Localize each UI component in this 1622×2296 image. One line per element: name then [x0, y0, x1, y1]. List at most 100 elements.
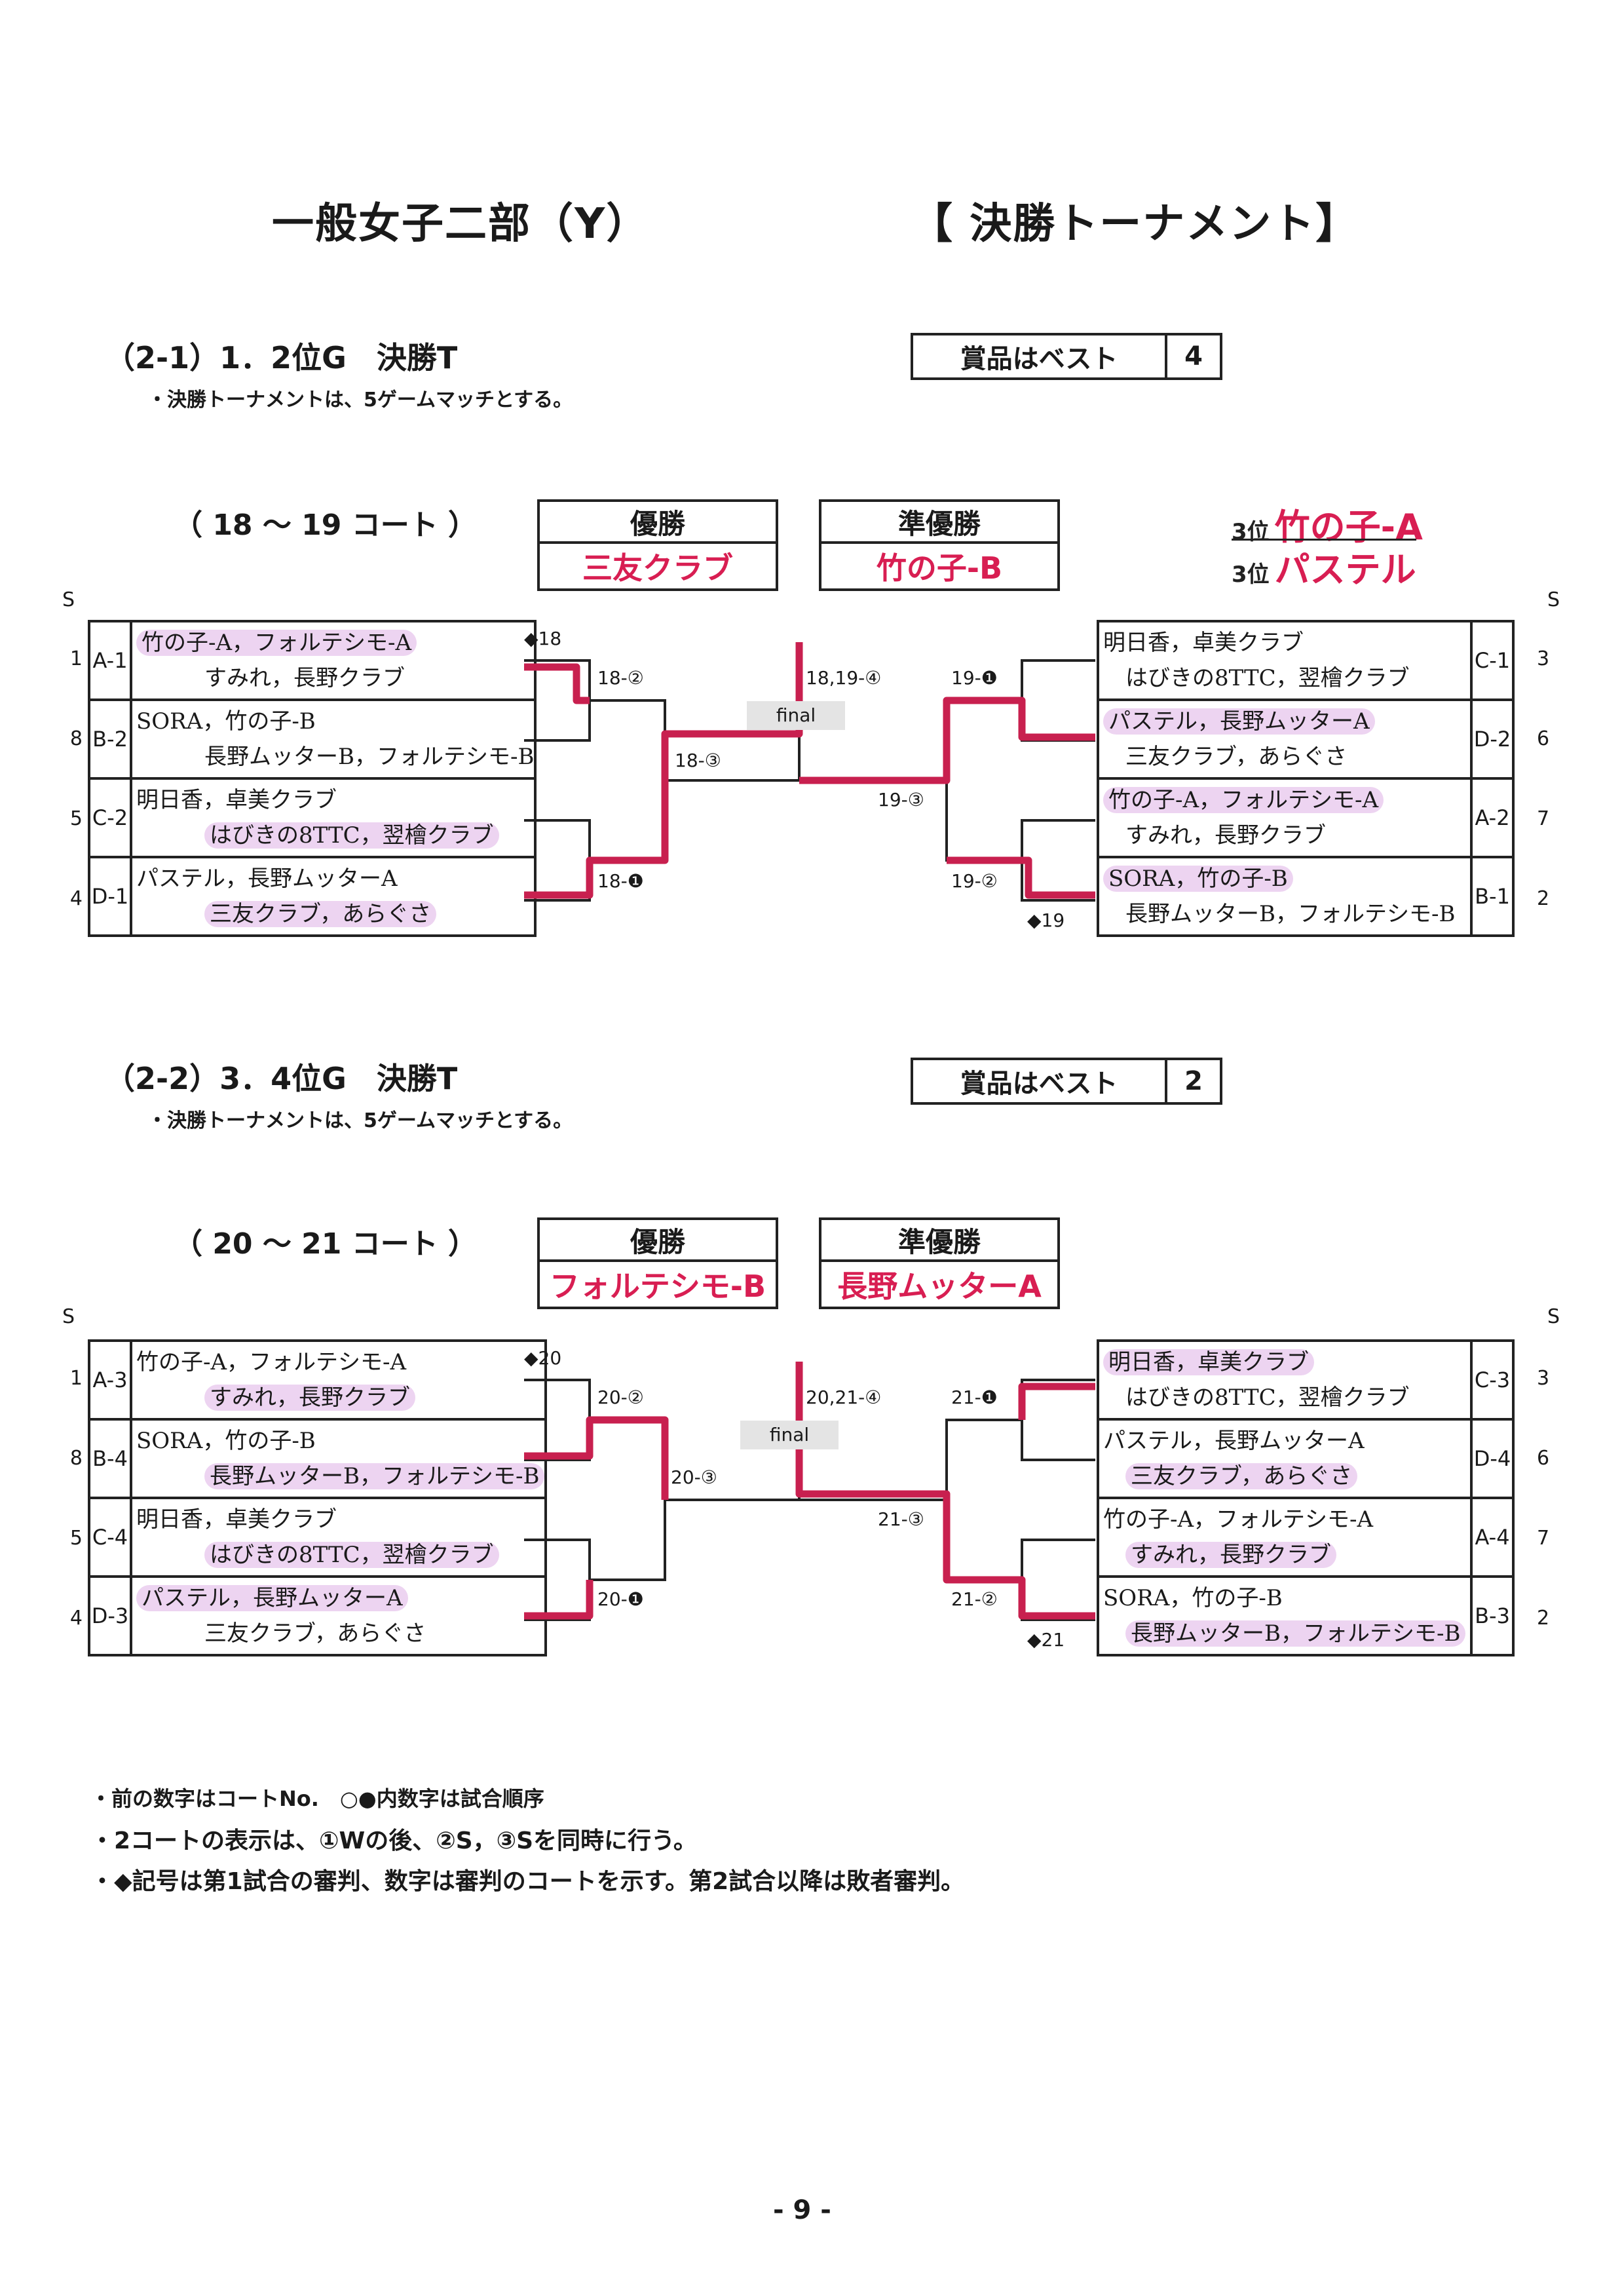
section-2-note: ・決勝トーナメントは、5ゲームマッチとする。 [147, 1109, 573, 1132]
runnerup-label: 準優勝 [821, 502, 1057, 544]
team-pair: 長野ムッターB，フォルテシモ-B [1125, 901, 1456, 927]
table-row: C-2 明日香，卓美クラブ はびきの8TTC，翌檜クラブ [88, 777, 537, 858]
section-2-left-bracket: A-3 竹の子-A，フォルテシモ-A すみれ，長野クラブ B-4 SORA，竹の… [88, 1339, 548, 1656]
section-1-prize-box: 賞品はベスト 4 [911, 333, 1222, 380]
page-subtitle: 【 決勝トーナメント】 [911, 200, 1359, 248]
third-place-2: 3位パステル [1232, 539, 1416, 592]
runnerup-label: 準優勝 [821, 1220, 1057, 1262]
team-pair: パステル，長野ムッターA [136, 1585, 408, 1611]
table-row: SORA，竹の子-B 長野ムッターB，フォルテシモ-B B-1 [1097, 856, 1515, 937]
team-pair: 明日香，卓美クラブ [136, 1506, 337, 1533]
third-label: 3位 [1232, 562, 1270, 588]
section-2-runnerup-box: 準優勝 長野ムッターA [819, 1217, 1060, 1309]
team-pair: 三友クラブ，あらぐさ [204, 901, 437, 927]
seed-label: D-1 [88, 856, 132, 937]
team-cell: SORA，竹の子-B 長野ムッターB，フォルテシモ-B [1097, 856, 1473, 937]
team-cell: 明日香，卓美クラブ はびきの8TTC，翌檜クラブ [1097, 620, 1473, 701]
page-title: 一般女子二部（Y） [272, 200, 650, 248]
row-number: 7 [1537, 807, 1550, 830]
row-number: 3 [1537, 647, 1550, 670]
section-2-prize-box: 賞品はベスト 2 [911, 1058, 1222, 1105]
row-number: 5 [69, 1527, 83, 1550]
team-pair: すみれ，長野クラブ [204, 1385, 415, 1411]
final-label: final [740, 1421, 839, 1449]
row-number: 3 [1537, 1367, 1550, 1390]
match-label: 21-② [951, 1588, 998, 1610]
team-pair: すみれ，長野クラブ [204, 665, 405, 691]
team-pair: パステル，長野ムッターA [136, 866, 398, 892]
row-number: 1 [69, 1367, 83, 1390]
row-number: 2 [1537, 1607, 1550, 1630]
team-cell: 竹の子-A，フォルテシモ-A すみれ，長野クラブ [129, 1339, 548, 1421]
match-label: 19-② [951, 870, 998, 892]
team-cell: 明日香，卓美クラブ はびきの8TTC，翌檜クラブ [129, 1497, 548, 1578]
footer-note-1: ・前の数字はコートNo. ○●内数字は試合順序 [90, 1786, 544, 1811]
seed-label: A-3 [88, 1339, 132, 1421]
section-2-right-bracket: 明日香，卓美クラブ はびきの8TTC，翌檜クラブ C-3 パステル，長野ムッター… [1097, 1339, 1515, 1656]
champion-team: 三友クラブ [582, 550, 733, 586]
row-number: 1 [69, 647, 83, 670]
team-pair: はびきの8TTC，翌檜クラブ [204, 1542, 499, 1568]
prize-label: 賞品はベスト [913, 335, 1167, 377]
team-pair: 三友クラブ，あらぐさ [204, 1620, 426, 1647]
table-row: パステル，長野ムッターA 三友クラブ，あらぐさ D-4 [1097, 1418, 1515, 1499]
team-pair: 三友クラブ，あらぐさ [1125, 744, 1348, 770]
match-label: 18-② [597, 667, 644, 689]
seed-label: B-4 [88, 1418, 132, 1499]
seed-label: C-3 [1470, 1339, 1515, 1421]
table-row: 明日香，卓美クラブ はびきの8TTC，翌檜クラブ C-1 [1097, 620, 1515, 701]
seed-label: C-1 [1470, 620, 1515, 701]
prize-label: 賞品はベスト [913, 1060, 1167, 1102]
team-pair: 竹の子-A，フォルテシモ-A [136, 630, 417, 656]
team-pair: 長野ムッターB，フォルテシモ-B [1125, 1620, 1466, 1647]
prize-value: 4 [1184, 341, 1203, 372]
seed-label: B-2 [88, 698, 132, 780]
seed-label: B-3 [1470, 1575, 1515, 1656]
team-pair: 明日香，卓美クラブ [1103, 630, 1304, 656]
section-2-court: （ 20 ～ 21 コート ） [174, 1227, 478, 1261]
section-1-runnerup-box: 準優勝 竹の子-B [819, 499, 1060, 591]
s-label-left: S [62, 1305, 75, 1328]
match-label: 18-❶ [597, 870, 644, 892]
row-number: 6 [1537, 1447, 1550, 1470]
table-row: B-2 SORA，竹の子-B 長野ムッターB，フォルテシモ-B [88, 698, 537, 780]
section-2-champion-box: 優勝 フォルテシモ-B [537, 1217, 778, 1309]
section-2-heading: （2-2）3．4位G 決勝T [105, 1061, 458, 1096]
prize-value: 2 [1184, 1066, 1203, 1096]
footer-note-3: ・◆記号は第1試合の審判、数字は審判のコートを示す。第2試合以降は敗者審判。 [90, 1868, 965, 1895]
team-cell: パステル，長野ムッターA 三友クラブ，あらぐさ [1097, 698, 1473, 780]
match-label: 18,19-④ [806, 667, 882, 689]
champion-label: 優勝 [540, 1220, 776, 1262]
umpire-label: ◆20 [524, 1347, 562, 1369]
third-team: 竹の子-A [1274, 507, 1423, 548]
champion-label: 優勝 [540, 502, 776, 544]
champion-team: フォルテシモ-B [549, 1269, 766, 1304]
seed-label: C-4 [88, 1497, 132, 1578]
section-1-champion-box: 優勝 三友クラブ [537, 499, 778, 591]
s-label-right: S [1547, 1305, 1560, 1328]
match-label: 20,21-④ [806, 1387, 882, 1408]
section-1-note: ・決勝トーナメントは、5ゲームマッチとする。 [147, 389, 573, 411]
seed-label: A-2 [1470, 777, 1515, 858]
match-label: 20-② [597, 1387, 644, 1408]
team-pair: パステル，長野ムッターA [1103, 1428, 1365, 1454]
runnerup-team: 長野ムッターA [837, 1269, 1042, 1304]
section-1-left-bracket: A-1 竹の子-A，フォルテシモ-A すみれ，長野クラブ B-2 SORA，竹の… [88, 620, 537, 937]
team-pair: 竹の子-A，フォルテシモ-A [136, 1349, 407, 1375]
umpire-label: ◆21 [1027, 1629, 1065, 1651]
team-pair: 三友クラブ，あらぐさ [1125, 1463, 1358, 1489]
team-pair: SORA，竹の子-B [136, 1428, 316, 1454]
team-pair: 長野ムッターB，フォルテシモ-B [204, 744, 535, 770]
team-pair: 竹の子-A，フォルテシモ-A [1103, 787, 1384, 813]
seed-label: C-2 [88, 777, 132, 858]
team-pair: すみれ，長野クラブ [1125, 822, 1326, 849]
team-pair: パステル，長野ムッターA [1103, 708, 1375, 735]
team-cell: SORA，竹の子-B 長野ムッターB，フォルテシモ-B [129, 698, 537, 780]
table-row: SORA，竹の子-B 長野ムッターB，フォルテシモ-B B-3 [1097, 1575, 1515, 1656]
row-number: 8 [69, 727, 83, 750]
table-row: A-3 竹の子-A，フォルテシモ-A すみれ，長野クラブ [88, 1339, 548, 1421]
team-cell: パステル，長野ムッターA 三友クラブ，あらぐさ [1097, 1418, 1473, 1499]
row-number: 7 [1537, 1527, 1550, 1550]
row-number: 4 [69, 1607, 83, 1630]
